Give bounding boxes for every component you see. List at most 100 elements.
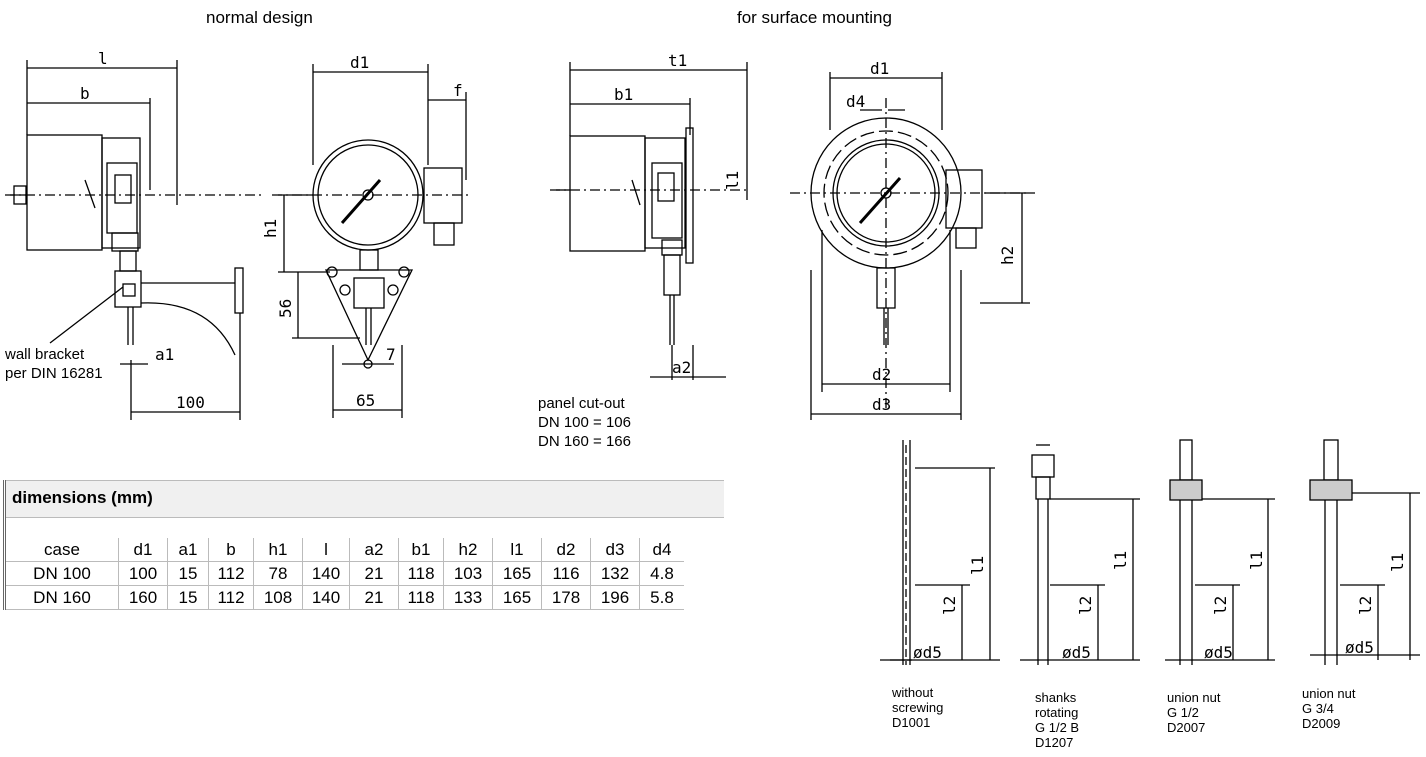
label-f: f	[453, 81, 463, 100]
label-od5-stem1: ød5	[913, 643, 942, 662]
label-l: l	[98, 49, 108, 68]
label-65: 65	[356, 391, 375, 410]
table-cell: DN 100	[6, 561, 119, 586]
label-l1-stem3: l1	[1247, 551, 1266, 570]
label-b: b	[80, 84, 90, 103]
table-header-cell: l	[302, 538, 350, 562]
dimensions-grid: case d1 a1 b h1 l a2 b1 h2 l1 d2 d3 d4 D…	[6, 538, 684, 610]
table-cell: 108	[253, 585, 303, 610]
table-header-cell: a2	[349, 538, 399, 562]
label-l1-stem1: l1	[968, 556, 987, 575]
panel-cutout-note-line: panel cut-out	[538, 395, 625, 412]
panel-cutout-note-line: DN 100 = 106	[538, 414, 631, 431]
stem-caption-line: G 1/2	[1167, 705, 1199, 720]
table-header-row: case d1 a1 b h1 l a2 b1 h2 l1 d2 d3 d4	[6, 538, 684, 562]
table-cell: 132	[590, 561, 640, 586]
table-header-cell: d1	[118, 538, 168, 562]
table-cell: 21	[349, 585, 399, 610]
table-header-cell: b1	[398, 538, 444, 562]
table-cell: 116	[541, 561, 591, 586]
label-d4: d4	[846, 92, 865, 111]
stem-caption-line: shanks	[1035, 690, 1077, 705]
panel-cutout-note-line: DN 160 = 166	[538, 433, 631, 450]
stem-caption-line: without	[892, 685, 934, 700]
table-row: DN 160 160 15 112 108 140 21 118 133 165…	[6, 585, 684, 610]
stem-union-nut-g12: l1 l2 ød5	[1165, 439, 1275, 665]
table-cell: 178	[541, 585, 591, 610]
table-cell: 165	[492, 585, 542, 610]
label-a1: a1	[155, 345, 174, 364]
stem-caption-1: without screwing D1001	[892, 685, 943, 730]
table-cell: 140	[302, 585, 350, 610]
table-cell: 78	[253, 561, 303, 586]
stem-caption-3: union nut G 1/2 D2007	[1167, 690, 1221, 735]
table-header-cell: d4	[639, 538, 684, 562]
dimensions-table: dimensions (mm) case d1 a1 b h1 l a2 b1 …	[3, 480, 724, 610]
stem-caption-line: D2007	[1167, 720, 1206, 735]
label-b1: b1	[614, 85, 633, 104]
label-d2: d2	[872, 365, 891, 384]
label-l1-side: l1	[723, 171, 742, 190]
label-l1-stem2: l1	[1111, 551, 1130, 570]
table-cell: 118	[398, 585, 444, 610]
label-d1: d1	[350, 53, 369, 72]
stem-caption-line: union nut	[1302, 686, 1356, 701]
table-cell: 4.8	[639, 561, 684, 586]
wall-bracket-note-line: per DIN 16281	[5, 365, 103, 382]
table-cell: DN 160	[6, 585, 119, 610]
table-cell: 165	[492, 561, 542, 586]
table-header-cell: a1	[167, 538, 209, 562]
label-56: 56	[276, 299, 295, 318]
stem-shanks-rotating: l1 l2 ød5	[1020, 444, 1140, 665]
table-header-cell: case	[6, 538, 119, 562]
stem-caption-line: G 1/2 B	[1035, 720, 1080, 735]
heading-normal-design: normal design	[206, 8, 313, 27]
table-cell: 196	[590, 585, 640, 610]
panel-cutout-note: panel cut-out DN 100 = 106 DN 160 = 166	[538, 394, 631, 451]
label-7: 7	[386, 345, 396, 364]
stem-caption-line: D2009	[1302, 716, 1341, 731]
table-title: dimensions (mm)	[6, 480, 724, 518]
wall-bracket-note: wall bracket per DIN 16281	[5, 345, 103, 383]
label-l2-stem2: l2	[1076, 596, 1095, 615]
table-row: DN 100 100 15 112 78 140 21 118 103 165 …	[6, 561, 684, 586]
stem-caption-line: union nut	[1167, 690, 1221, 705]
table-header-cell: h2	[443, 538, 493, 562]
label-h2: h2	[998, 246, 1017, 265]
label-d1-surface: d1	[870, 59, 889, 78]
heading-surface-mounting: for surface mounting	[737, 8, 892, 27]
label-100: 100	[176, 393, 205, 412]
table-cell: 112	[208, 585, 254, 610]
table-cell: 103	[443, 561, 493, 586]
stem-caption-2: shanks rotating G 1/2 B D1207	[1035, 690, 1079, 750]
label-od5-stem4: ød5	[1345, 638, 1374, 657]
table-cell: 5.8	[639, 585, 684, 610]
label-l1-stem4: l1	[1388, 553, 1407, 572]
table-cell: 100	[118, 561, 168, 586]
stem-caption-line: screwing	[892, 700, 944, 715]
table-cell: 160	[118, 585, 168, 610]
side-view-surface: t1 b1 l1 a2	[550, 51, 750, 380]
stem-caption-line: D1207	[1035, 735, 1074, 750]
table-header-cell: h1	[253, 538, 303, 562]
table-header-cell: d3	[590, 538, 640, 562]
table-cell: 140	[302, 561, 350, 586]
stem-caption-line: D1001	[892, 715, 931, 730]
stem-caption-line: G 3/4	[1302, 701, 1334, 716]
label-od5-stem2: ød5	[1062, 643, 1091, 662]
label-a2: a2	[672, 358, 691, 377]
front-view-surface: d1 d4 h2 d2 d3	[790, 59, 1035, 420]
label-od5-stem3: ød5	[1204, 643, 1233, 662]
front-view-normal: d1 f h1 56 7 65	[261, 53, 470, 418]
table-cell: 112	[208, 561, 254, 586]
stem-union-nut-g34: l1 l2 ød5	[1309, 439, 1420, 665]
table-cell: 118	[398, 561, 444, 586]
wall-bracket-note-line: wall bracket	[5, 346, 85, 363]
stem-caption-4: union nut G 3/4 D2009	[1302, 686, 1356, 731]
stem-without-screwing: l1 l2 ød5	[880, 440, 1000, 665]
table-cell: 133	[443, 585, 493, 610]
label-l2-stem4: l2	[1356, 596, 1375, 615]
stem-caption-line: rotating	[1035, 705, 1079, 720]
label-l2-stem1: l2	[940, 596, 959, 615]
